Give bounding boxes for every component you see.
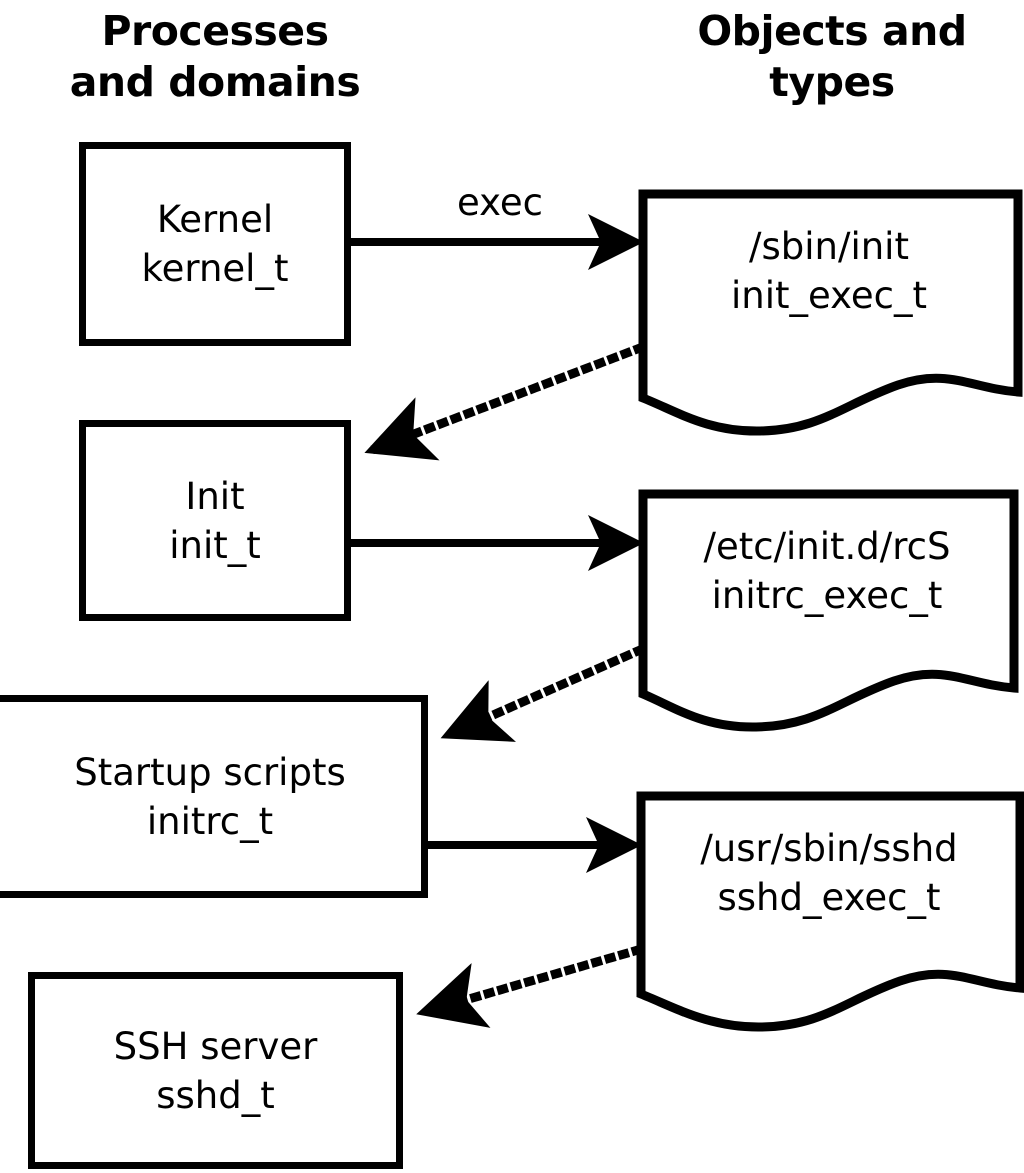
- document-label-sshd-exec: /usr/sbin/sshd sshd_exec_t: [700, 827, 958, 919]
- process-label-initrc: Startup scripts initrc_t: [74, 750, 346, 843]
- document-label-initrc-exec: /etc/init.d/rcS initrc_exec_t: [703, 525, 951, 617]
- edge-label-exec: exec: [457, 181, 543, 224]
- column-header-processes: Processes and domains: [69, 7, 361, 106]
- edge-transition-sshd-exec-to-sshd: [416, 944, 644, 1028]
- process-label-kernel: Kernel kernel_t: [141, 198, 289, 290]
- edge-transition-init-exec-to-init: [364, 342, 646, 461]
- process-box-initrc[interactable]: Startup scripts initrc_t: [0, 695, 428, 898]
- process-box-kernel[interactable]: Kernel kernel_t: [79, 142, 351, 346]
- process-label-sshd: SSH server sshd_t: [113, 1024, 318, 1117]
- edge-transition-initrc-exec-to-initrc: [440, 644, 646, 742]
- process-label-init: Init init_t: [169, 474, 261, 567]
- column-header-objects: Objects and types: [697, 7, 967, 106]
- process-box-init[interactable]: Init init_t: [79, 420, 351, 621]
- document-label-init-exec: /sbin/init init_exec_t: [730, 225, 927, 317]
- process-box-sshd[interactable]: SSH server sshd_t: [28, 972, 403, 1169]
